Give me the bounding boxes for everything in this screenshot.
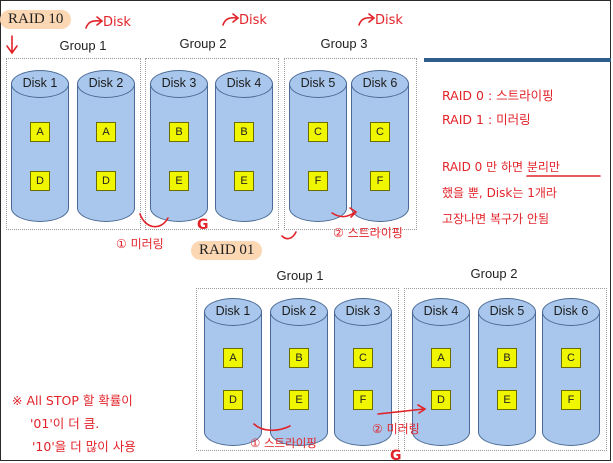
- raid10-group-1: [6, 58, 141, 230]
- data-block: C: [308, 122, 328, 142]
- raid10-group-1-note: Disk: [103, 15, 131, 30]
- header-divider: [424, 58, 611, 62]
- raid01-group-1-label: Group 1: [276, 268, 324, 283]
- data-block: E: [289, 390, 309, 410]
- note-raid0-warning-1: RAID 0 만 하면 분리만: [442, 160, 560, 174]
- data-block: A: [223, 348, 243, 368]
- data-block: E: [169, 171, 189, 191]
- raid10-group-2-note: Disk: [239, 13, 267, 28]
- raid10-group-2-label: Group 2: [179, 36, 227, 51]
- raid10-label: RAID 10: [0, 10, 72, 29]
- raid10-group-3-note: Disk: [375, 13, 403, 28]
- raid10-disk-1: Disk 1 A D: [11, 70, 69, 222]
- note-raid1: RAID 1 : 미러링: [442, 112, 531, 127]
- raid10-disk-6: Disk 6 C F: [351, 70, 409, 222]
- data-block: D: [431, 390, 451, 410]
- raid10-group-3: [284, 58, 417, 230]
- data-block: B: [234, 122, 254, 142]
- raid01-group-1: [196, 288, 399, 451]
- raid10-disk-3: Disk 3 B E: [150, 70, 208, 222]
- raid10-striping-note: ② 스트라이핑: [333, 226, 403, 240]
- raid10-group-3-label: Group 3: [320, 36, 368, 51]
- raid01-mirroring-note: ② 미러링: [372, 422, 420, 436]
- data-block: A: [96, 122, 116, 142]
- raid10-disk-5: Disk 5 C F: [289, 70, 347, 222]
- raid01-disk-4: Disk 4 A D: [412, 298, 470, 446]
- data-block: D: [223, 390, 243, 410]
- data-block: B: [289, 348, 309, 368]
- data-block: A: [431, 348, 451, 368]
- raid10-group-2: [145, 58, 279, 230]
- note-raid0-warning-2: 했을 뿐, Disk는 1개라: [442, 186, 557, 200]
- data-block: C: [370, 122, 390, 142]
- data-block: B: [169, 122, 189, 142]
- raid10-mirroring-note: ① 미러링: [116, 237, 164, 251]
- raid10-disk-2: Disk 2 A D: [77, 70, 135, 222]
- note-bottom-3: '10'을 더 많이 사용: [32, 439, 136, 454]
- raid01-striping-note: ① 스트라이핑: [250, 436, 317, 450]
- data-block: E: [234, 171, 254, 191]
- data-block: D: [96, 171, 116, 191]
- data-block: F: [370, 171, 390, 191]
- data-block: C: [353, 348, 373, 368]
- data-block: B: [497, 348, 517, 368]
- raid01-disk-6: Disk 6 C F: [542, 298, 600, 446]
- data-block: C: [561, 348, 581, 368]
- data-block: A: [30, 122, 50, 142]
- raid10-group-1-label: Group 1: [59, 38, 107, 53]
- note-raid0: RAID 0 : 스트라이핑: [442, 88, 554, 103]
- note-bottom-1: ※ All STOP 할 확률이: [12, 393, 133, 408]
- raid01-group-2: [404, 288, 607, 451]
- raid01-label: RAID 01: [191, 241, 263, 260]
- raid01-disk-5: Disk 5 B E: [478, 298, 536, 446]
- data-block: D: [30, 171, 50, 191]
- raid10-disk-4: Disk 4 B E: [215, 70, 273, 222]
- data-block: F: [353, 390, 373, 410]
- data-block: F: [308, 171, 328, 191]
- raid01-disk-3: Disk 3 C F: [334, 298, 392, 446]
- raid01-group-2-label: Group 2: [470, 266, 518, 281]
- raid01-disk-1: Disk 1 A D: [204, 298, 262, 446]
- note-bottom-2: '01'이 더 큼.: [30, 416, 100, 431]
- raid01-disk-2: Disk 2 B E: [270, 298, 328, 446]
- data-block: F: [561, 390, 581, 410]
- note-raid0-warning-3: 고장나면 복구가 안됨: [442, 212, 549, 226]
- data-block: E: [497, 390, 517, 410]
